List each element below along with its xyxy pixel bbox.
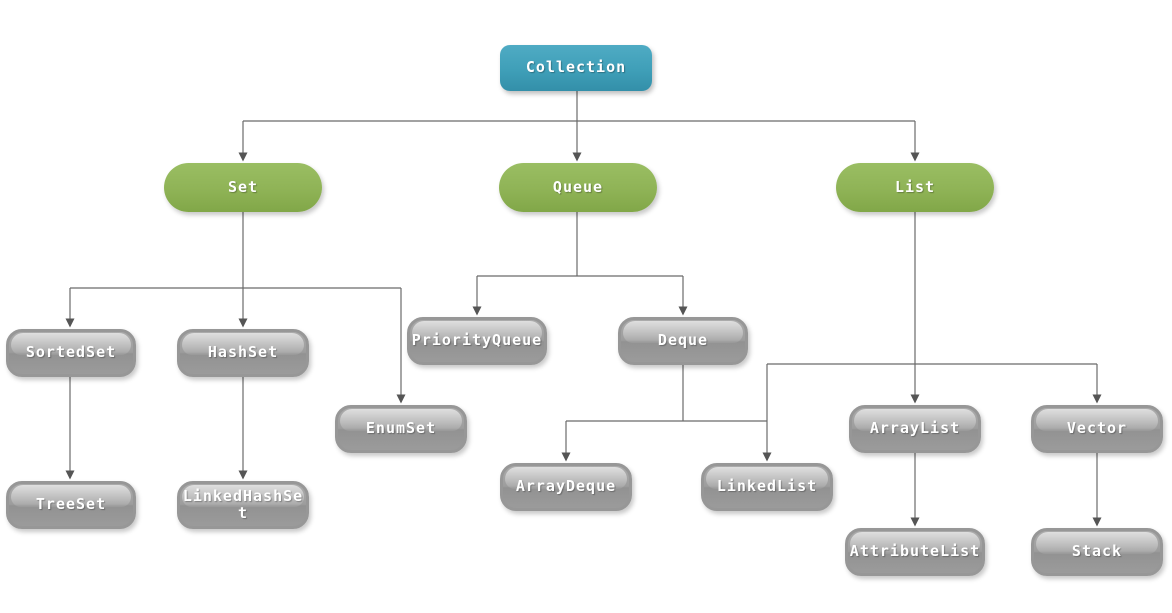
node-treeset[interactable]: TreeSet: [6, 481, 136, 529]
node-label: LinkedHashSet: [182, 486, 304, 522]
node-label: LinkedList: [716, 477, 818, 496]
node-list[interactable]: List: [836, 163, 994, 212]
node-label: Collection: [525, 58, 627, 77]
node-label: PriorityQueue: [411, 331, 543, 350]
node-enumset[interactable]: EnumSet: [335, 405, 467, 453]
node-deque[interactable]: Deque: [618, 317, 748, 365]
node-linkedhashset[interactable]: LinkedHashSet: [177, 481, 309, 529]
node-attributelist[interactable]: AttributeList: [845, 528, 985, 576]
node-priorityqueue[interactable]: PriorityQueue: [407, 317, 547, 365]
node-set[interactable]: Set: [164, 163, 322, 212]
node-label: TreeSet: [35, 495, 107, 514]
node-label: EnumSet: [365, 419, 437, 438]
node-arraydeque[interactable]: ArrayDeque: [500, 463, 632, 511]
node-label: SortedSet: [25, 343, 117, 362]
node-label: ArrayDeque: [515, 477, 617, 496]
node-label: Queue: [552, 177, 604, 196]
node-label: AttributeList: [849, 542, 981, 561]
node-label: Stack: [1071, 542, 1123, 561]
node-label: Set: [227, 177, 259, 196]
node-arraylist[interactable]: ArrayList: [849, 405, 981, 453]
node-collection[interactable]: Collection: [500, 45, 652, 91]
node-vector[interactable]: Vector: [1031, 405, 1163, 453]
node-label: ArrayList: [869, 419, 961, 438]
node-linkedlist[interactable]: LinkedList: [701, 463, 833, 511]
node-label: HashSet: [207, 343, 279, 362]
node-queue[interactable]: Queue: [499, 163, 657, 212]
node-hashset[interactable]: HashSet: [177, 329, 309, 377]
node-stack[interactable]: Stack: [1031, 528, 1163, 576]
node-label: Deque: [657, 331, 709, 350]
node-sortedset[interactable]: SortedSet: [6, 329, 136, 377]
node-label: List: [894, 177, 936, 196]
node-label: Vector: [1066, 419, 1128, 438]
